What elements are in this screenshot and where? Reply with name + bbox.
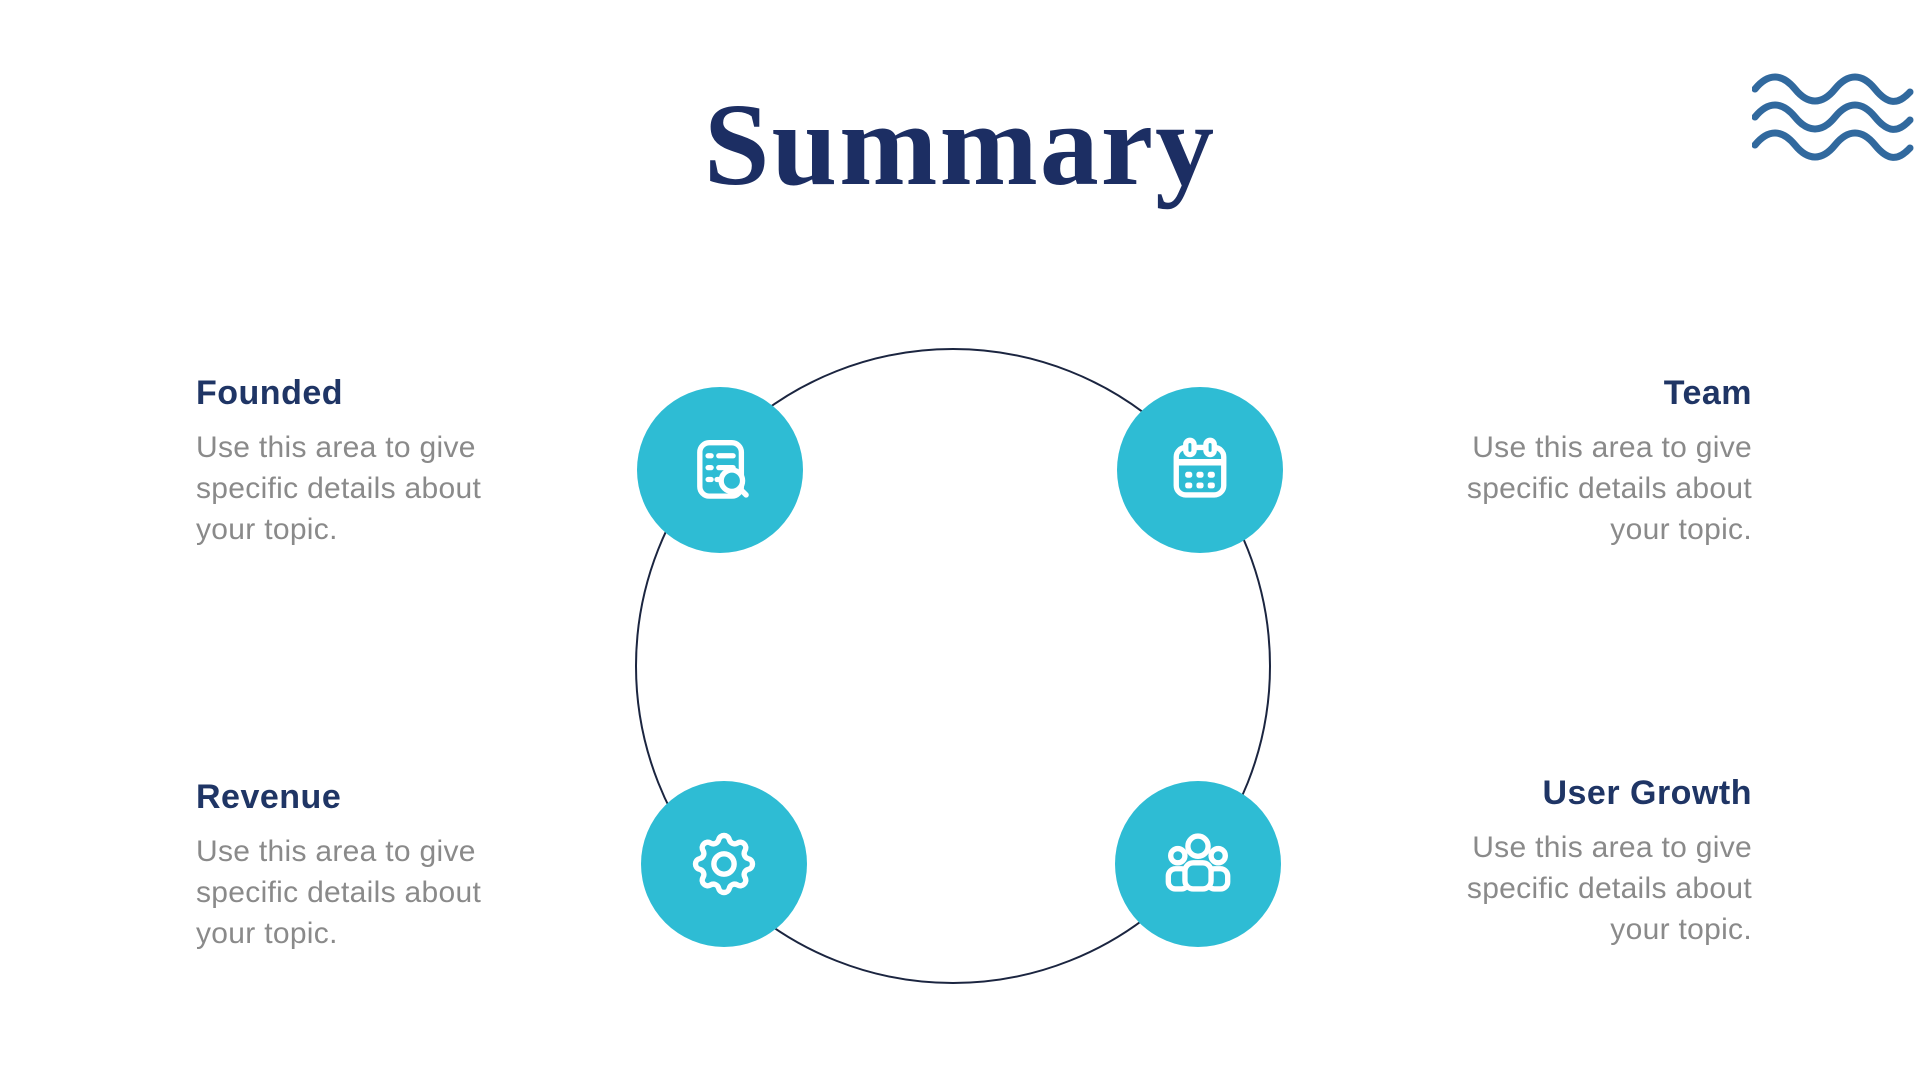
node-user-growth <box>1115 781 1281 947</box>
waves-icon <box>1752 73 1914 161</box>
node-founded <box>637 387 803 553</box>
info-block-founded: Founded Use this area to give specific d… <box>196 372 548 550</box>
user-growth-description: Use this area to give specific details a… <box>1466 830 1752 946</box>
title-container: Summary <box>0 80 1920 210</box>
calendar-icon <box>1173 437 1227 498</box>
info-block-revenue: Revenue Use this area to give specific d… <box>196 776 548 954</box>
revenue-heading: Revenue <box>196 778 342 816</box>
gear-icon <box>692 832 756 896</box>
list-search-icon <box>697 440 749 499</box>
founded-heading: Founded <box>196 374 344 412</box>
revenue-description: Use this area to give specific details a… <box>196 834 482 950</box>
team-description: Use this area to give specific details a… <box>1466 430 1752 546</box>
diagram-ring <box>635 348 1271 984</box>
founded-description: Use this area to give specific details a… <box>196 430 482 546</box>
page-title: Summary <box>703 79 1217 210</box>
info-block-user-growth: User Growth Use this area to give specif… <box>1400 772 1752 950</box>
user-growth-heading: User Growth <box>1542 774 1752 812</box>
team-heading: Team <box>1663 374 1752 412</box>
node-revenue <box>641 781 807 947</box>
info-block-team: Team Use this area to give specific deta… <box>1400 372 1752 550</box>
node-team <box>1117 387 1283 553</box>
users-icon <box>1165 833 1231 892</box>
